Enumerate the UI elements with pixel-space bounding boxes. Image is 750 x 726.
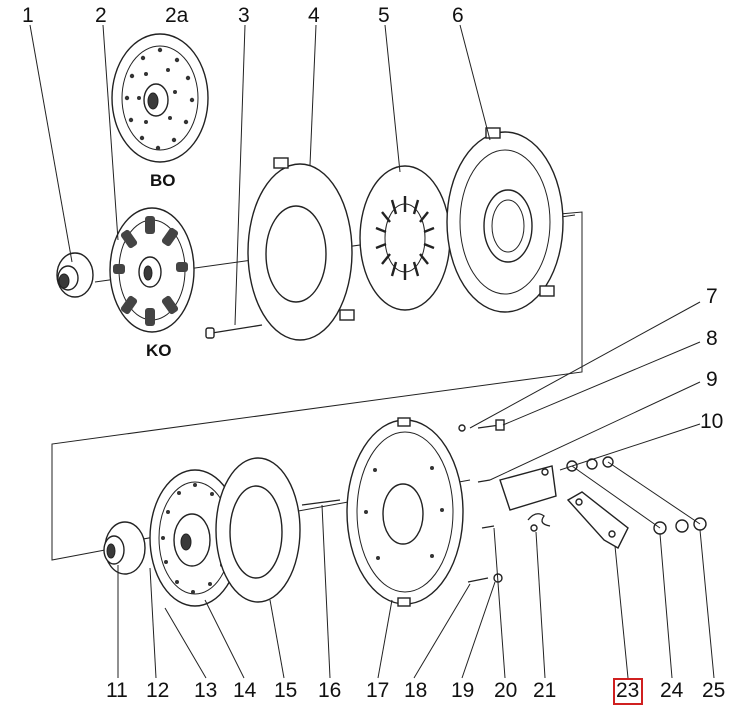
part-number-18: 18 xyxy=(404,679,427,702)
flywheel-part-17 xyxy=(346,417,464,607)
part-number-5: 5 xyxy=(378,4,390,27)
clutch-disc-bo xyxy=(111,33,209,163)
bolt-part-3 xyxy=(205,324,263,339)
part-number-4: 4 xyxy=(308,4,320,27)
assembly-connector-line xyxy=(51,211,583,561)
pressure-plate-part-4 xyxy=(247,157,355,341)
part-number-14: 14 xyxy=(233,679,257,702)
hub-part-11 xyxy=(103,521,146,575)
friction-plate-part-15 xyxy=(215,457,301,603)
clutch-disc-ko xyxy=(109,207,195,333)
part-number-15: 15 xyxy=(274,679,297,702)
disc-label-bo: BO xyxy=(150,171,176,190)
bolt-part-16 xyxy=(301,499,341,506)
bolt-part-18 xyxy=(467,577,489,583)
part-number-16: 16 xyxy=(318,679,341,702)
clutch-cover-part-6 xyxy=(446,127,564,313)
bracket-part-23 xyxy=(566,491,629,549)
part-number-25: 25 xyxy=(702,679,725,702)
part-number-24: 24 xyxy=(660,679,684,702)
part-number-3: 3 xyxy=(238,4,250,27)
part-number-2: 2 xyxy=(95,4,107,27)
leader-lines xyxy=(29,24,715,679)
part-number-9: 9 xyxy=(706,368,718,391)
spring-clip-part-21 xyxy=(527,513,551,532)
clutch-disc-part-14 xyxy=(149,469,241,607)
part-number-20: 20 xyxy=(494,679,517,702)
part-number-7: 7 xyxy=(706,285,718,308)
part-number-10: 10 xyxy=(700,410,723,433)
part-number-11: 11 xyxy=(106,679,128,702)
highlight-box xyxy=(613,678,643,705)
diaphragm-spring-part-5 xyxy=(359,165,451,311)
pin-part-9 xyxy=(477,479,491,483)
part-number-1: 1 xyxy=(22,4,34,27)
part-number-6: 6 xyxy=(452,4,464,27)
part-number-13: 13 xyxy=(194,679,217,702)
disc-label-ko: KO xyxy=(146,341,172,360)
part-number-19: 19 xyxy=(451,679,474,702)
pin-part-20 xyxy=(481,525,495,529)
hub-part-1 xyxy=(56,252,94,298)
part-number-21: 21 xyxy=(533,679,556,702)
lever-part-10 xyxy=(499,465,557,511)
part-number-8: 8 xyxy=(706,327,718,350)
washer-part-7 xyxy=(458,424,466,432)
part-number-17: 17 xyxy=(366,679,389,702)
part-number-12: 12 xyxy=(146,679,169,702)
part-number-23: 23 xyxy=(616,679,639,702)
part-number-2a: 2a xyxy=(165,4,189,27)
